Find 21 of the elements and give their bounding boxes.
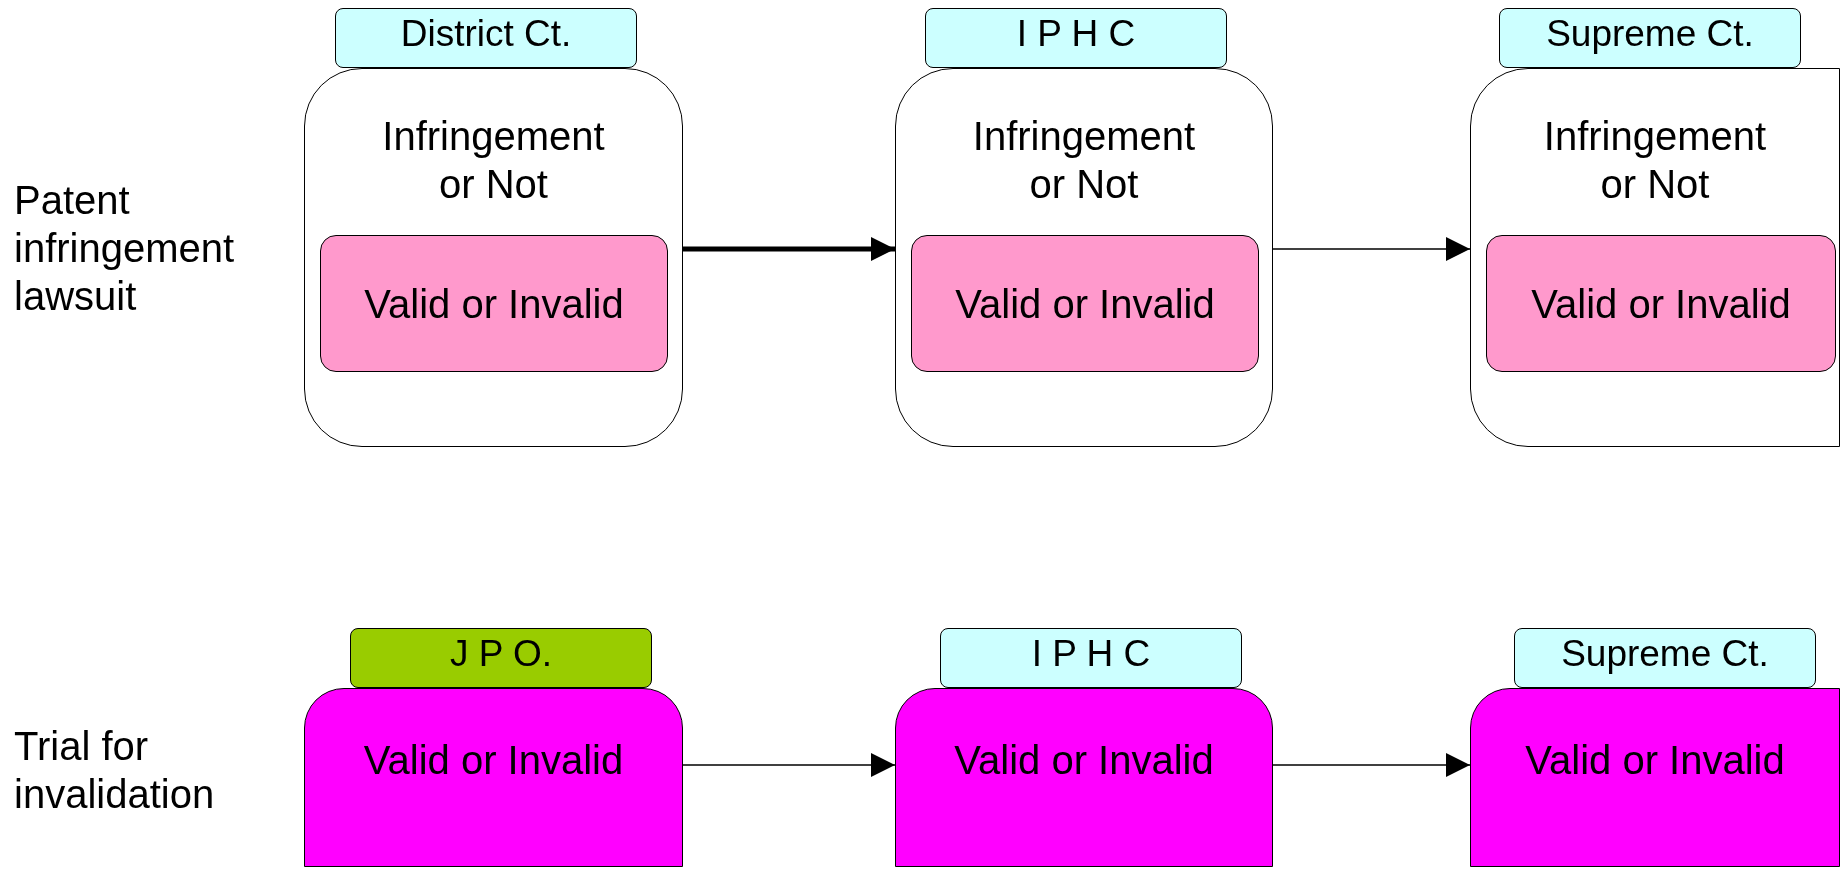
court-tab: Supreme Ct.: [1499, 8, 1801, 68]
validity-box: Valid or Invalid: [911, 235, 1259, 372]
court-stage-box: Infringement or Not Valid or Invalid: [895, 68, 1273, 447]
invalidation-stage-box: Valid or Invalid: [895, 688, 1273, 867]
arrow: [1272, 753, 1471, 777]
court-tab: Supreme Ct.: [1514, 628, 1816, 688]
court-tab: I P H C: [925, 8, 1227, 68]
court-stage-box: Infringement or Not Valid or Invalid: [304, 68, 683, 447]
arrow: [682, 753, 896, 777]
court-tab: I P H C: [940, 628, 1242, 688]
arrow: [1272, 237, 1471, 261]
invalidation-stage-box: Valid or Invalid: [304, 688, 683, 867]
row-label: Trial for invalidation: [14, 723, 216, 818]
validity-box: Valid or Invalid: [1486, 235, 1836, 372]
court-tab: District Ct.: [335, 8, 637, 68]
validity-box: Valid or Invalid: [320, 235, 668, 372]
invalidation-stage-box: Valid or Invalid: [1470, 688, 1840, 867]
thick-arrow: [683, 237, 895, 261]
court-stage-box: Infringement or Not Valid or Invalid: [1470, 68, 1840, 447]
court-tab: J P O.: [350, 628, 652, 688]
row-label: Patent infringement lawsuit: [14, 177, 236, 320]
